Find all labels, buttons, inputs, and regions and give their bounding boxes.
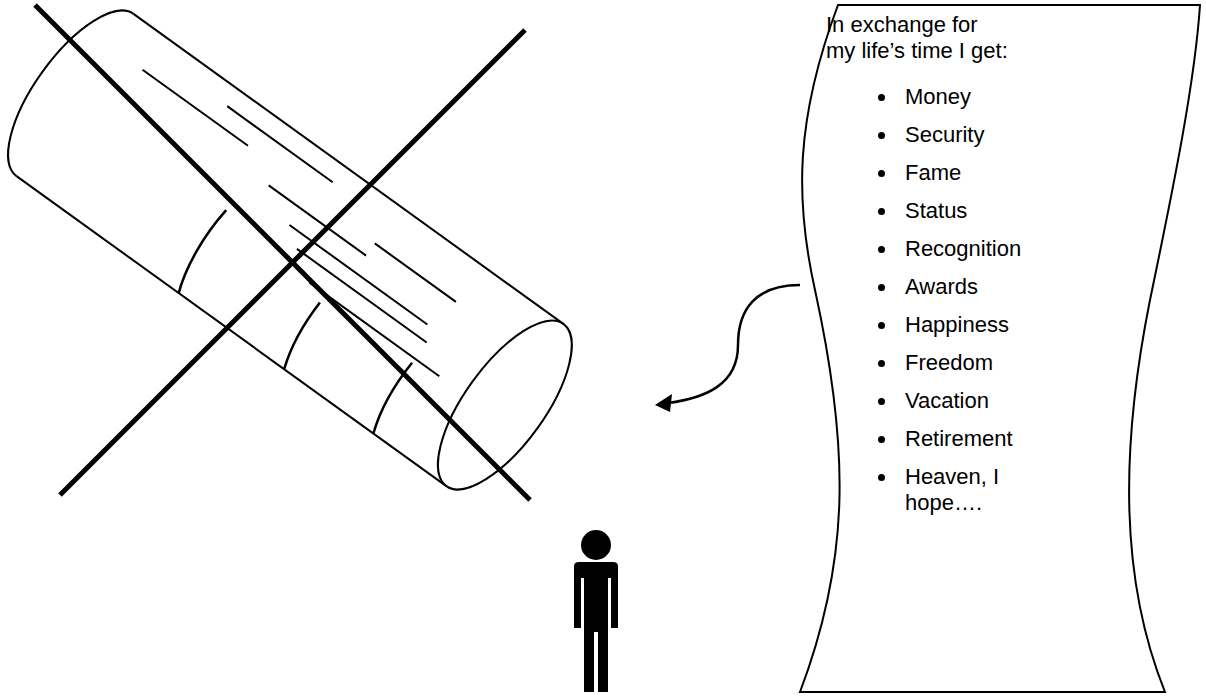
list-item: Recognition (905, 236, 1045, 262)
cylinder-ring (276, 302, 328, 369)
cylinder-end (0, 0, 133, 176)
bullet-dot (878, 132, 885, 139)
list-item: Heaven, I hope…. (905, 464, 1045, 516)
cylinder-ring (365, 363, 420, 434)
list-item: Money (905, 84, 1045, 110)
bullet-dot (878, 246, 885, 253)
pointer-arrow (655, 285, 800, 412)
cylinder-body (17, 14, 564, 486)
note-heading: In exchange for my life’s time I get: (826, 12, 1012, 64)
list-item: Fame (905, 160, 1045, 186)
bullet-dot (878, 208, 885, 215)
list-item: Security (905, 122, 1045, 148)
bullet-dot (878, 474, 885, 481)
cylinder-drawing (0, 0, 596, 510)
bullet-dot (878, 94, 885, 101)
list-item: Vacation (905, 388, 1045, 414)
cylinder-ring (170, 209, 235, 293)
cylinder-streaks (99, 54, 495, 377)
person-silhouette (574, 530, 618, 692)
scroll-outline (790, 0, 1206, 698)
cross-out (35, 5, 530, 500)
list-item: Happiness (905, 312, 1045, 338)
bullet-dot (878, 322, 885, 329)
list-item: Awards (905, 274, 1045, 300)
bullet-dot (878, 284, 885, 291)
list-item: Freedom (905, 350, 1045, 376)
list-item: Retirement (905, 426, 1045, 452)
bullet-dot (878, 360, 885, 367)
scroll-note: In exchange for my life’s time I get: Mon… (790, 0, 1206, 698)
bullet-dot (878, 170, 885, 177)
bullet-dot (878, 398, 885, 405)
bullet-dot (878, 436, 885, 443)
list-item: Status (905, 198, 1045, 224)
